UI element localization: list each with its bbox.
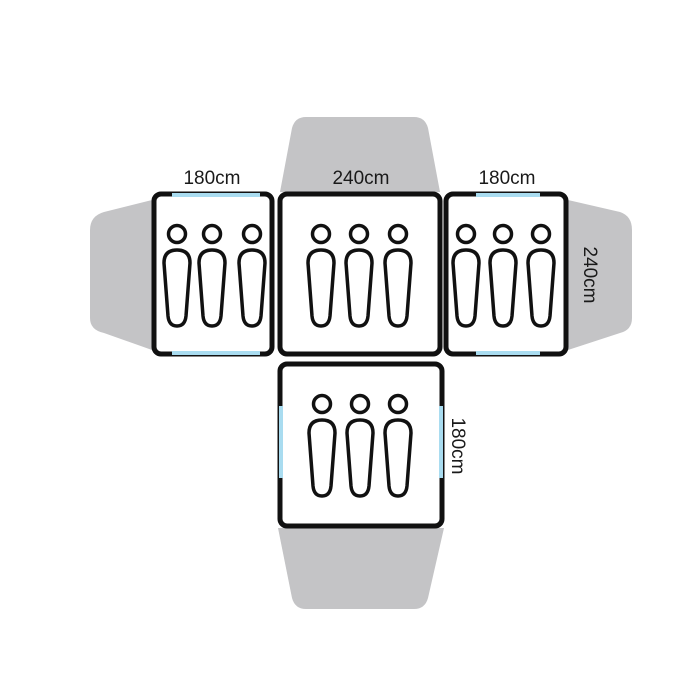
door-markers xyxy=(172,193,540,478)
sleeping-person-icon xyxy=(345,393,375,498)
sleeping-person-icon xyxy=(162,223,192,328)
sleeping-person-icon xyxy=(344,223,374,328)
bottom-porch xyxy=(278,528,444,609)
sleeping-person-icon xyxy=(237,223,267,328)
door-bottom-left xyxy=(279,406,283,478)
door-bottom-right xyxy=(439,406,443,478)
sleeping-person-icon xyxy=(383,223,413,328)
canopy-area xyxy=(90,117,632,609)
sleeping-person-icon xyxy=(307,393,337,498)
sleeping-person-icon xyxy=(451,223,481,328)
door-right-bottom xyxy=(476,351,540,355)
right-porch xyxy=(568,200,632,350)
door-left-top xyxy=(172,193,260,197)
label-right-depth: 240cm xyxy=(579,246,600,303)
sleeping-person-icon xyxy=(526,223,556,328)
occupants xyxy=(162,223,556,498)
left-porch xyxy=(90,200,152,350)
sleeping-person-icon xyxy=(306,223,336,328)
label-center-width: 240cm xyxy=(332,168,389,189)
label-bottom-depth: 180cm xyxy=(447,417,468,474)
top-porch xyxy=(280,117,440,192)
door-left-bottom xyxy=(172,351,260,355)
label-left-width: 180cm xyxy=(183,168,240,189)
sleeping-person-icon xyxy=(488,223,518,328)
sleeping-person-icon xyxy=(383,393,413,498)
door-right-top xyxy=(476,193,540,197)
label-right-width: 180cm xyxy=(478,168,535,189)
sleeping-person-icon xyxy=(197,223,227,328)
